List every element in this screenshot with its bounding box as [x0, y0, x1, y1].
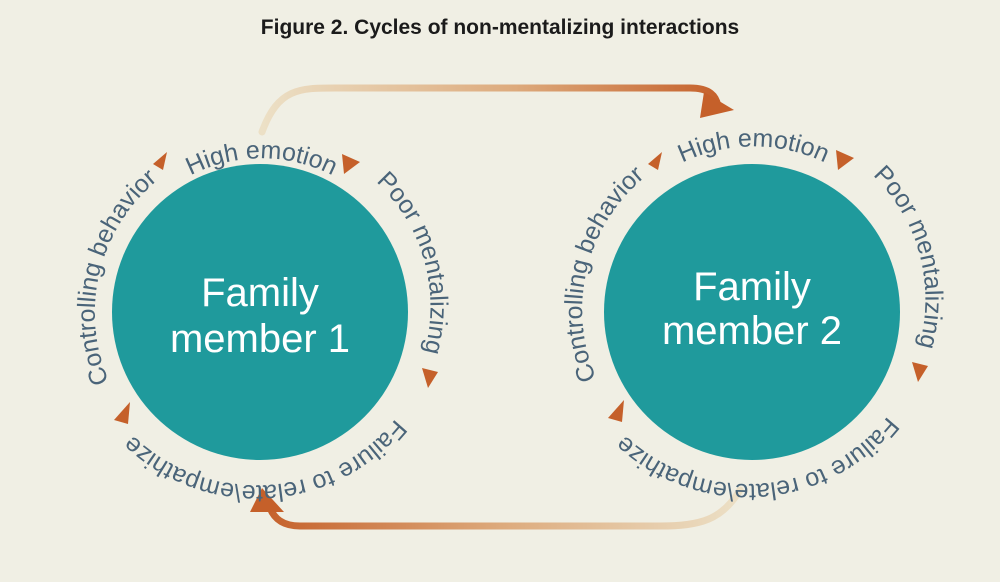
family-member-2-circle — [604, 164, 900, 460]
cycle-member-1: Family member 1 High emotion Poor mental… — [73, 136, 453, 507]
cycle-2-step-high-emotion: High emotion — [674, 124, 834, 168]
cycle-2-arrow-top-left-icon — [648, 152, 662, 170]
cycle-1-arrow-bottom-left-icon — [114, 402, 130, 424]
circle-2-label-line1: Family — [693, 265, 811, 309]
cycle-2-arrow-bottom-left-icon — [608, 400, 624, 422]
figure-title: Figure 2. Cycles of non-mentalizing inte… — [260, 16, 740, 39]
arrow-member1-to-member2 — [258, 84, 722, 136]
cycle-2-arrow-top-right-icon — [836, 150, 854, 170]
cycle-1-arrow-top-left-icon — [153, 152, 167, 170]
circle-1-label-line2: member 1 — [170, 317, 350, 361]
arrow-member2-to-member1 — [266, 486, 744, 530]
family-member-1-circle — [112, 164, 408, 460]
cycle-1-arrow-right-icon — [422, 368, 438, 388]
circle-1-label-line1: Family — [201, 271, 319, 315]
cycle-2-arrow-right-icon — [912, 362, 928, 382]
cycle-member-2: Family member 2 High emotion Poor mental… — [560, 124, 947, 506]
arrowhead-member2-icon — [700, 92, 734, 118]
cycle-1-arrow-top-right-icon — [342, 154, 360, 174]
arrowhead-member1-icon — [250, 488, 284, 512]
circle-2-label-line2: member 2 — [662, 309, 842, 353]
